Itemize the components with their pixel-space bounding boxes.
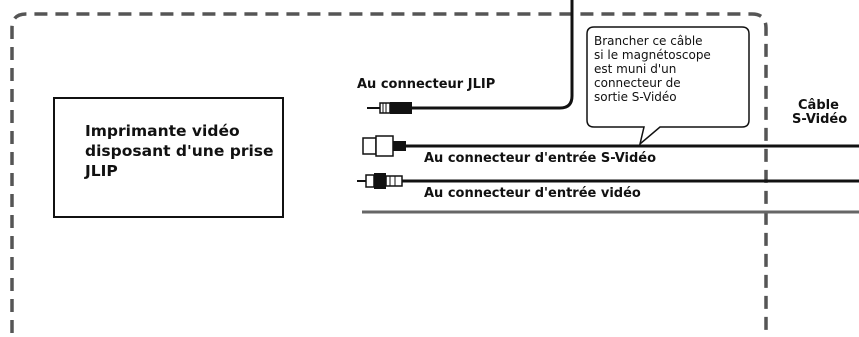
callout-line: sortie S-Vidéo: [594, 90, 677, 104]
cable-label-line: S-Vidéo: [792, 112, 848, 127]
cable-label-line: Câble: [798, 98, 839, 113]
printer-label-line: JLIP: [85, 162, 118, 180]
callout-line: est muni d'un: [594, 62, 677, 76]
mini-jack-plug-icon: [367, 102, 412, 114]
jlip-cable: [412, 0, 574, 110]
s-video-cable-label: Câble S-Vidéo: [792, 99, 847, 127]
svideo-input-label: Au connecteur d'entrée S-Vidéo: [424, 151, 657, 166]
callout-text: Brancher ce câble si le magnétoscope est…: [594, 34, 744, 104]
printer-label: Imprimante vidéo disposant d'une prise J…: [85, 121, 280, 181]
s-video-plug-icon: [362, 135, 419, 157]
callout-line: Brancher ce câble: [594, 34, 703, 48]
rca-plug-icon: [357, 173, 412, 189]
printer-label-line: Imprimante vidéo: [85, 122, 240, 140]
jlip-connector-label: Au connecteur JLIP: [357, 77, 496, 92]
video-input-label: Au connecteur d'entrée vidéo: [424, 186, 641, 201]
callout-bubble: [586, 26, 750, 147]
callout-line: connecteur de: [594, 76, 681, 90]
callout-line: si le magnétoscope: [594, 48, 711, 62]
video-printer-box: Imprimante vidéo disposant d'une prise J…: [53, 97, 284, 218]
printer-label-line: disposant d'une prise: [85, 142, 274, 160]
